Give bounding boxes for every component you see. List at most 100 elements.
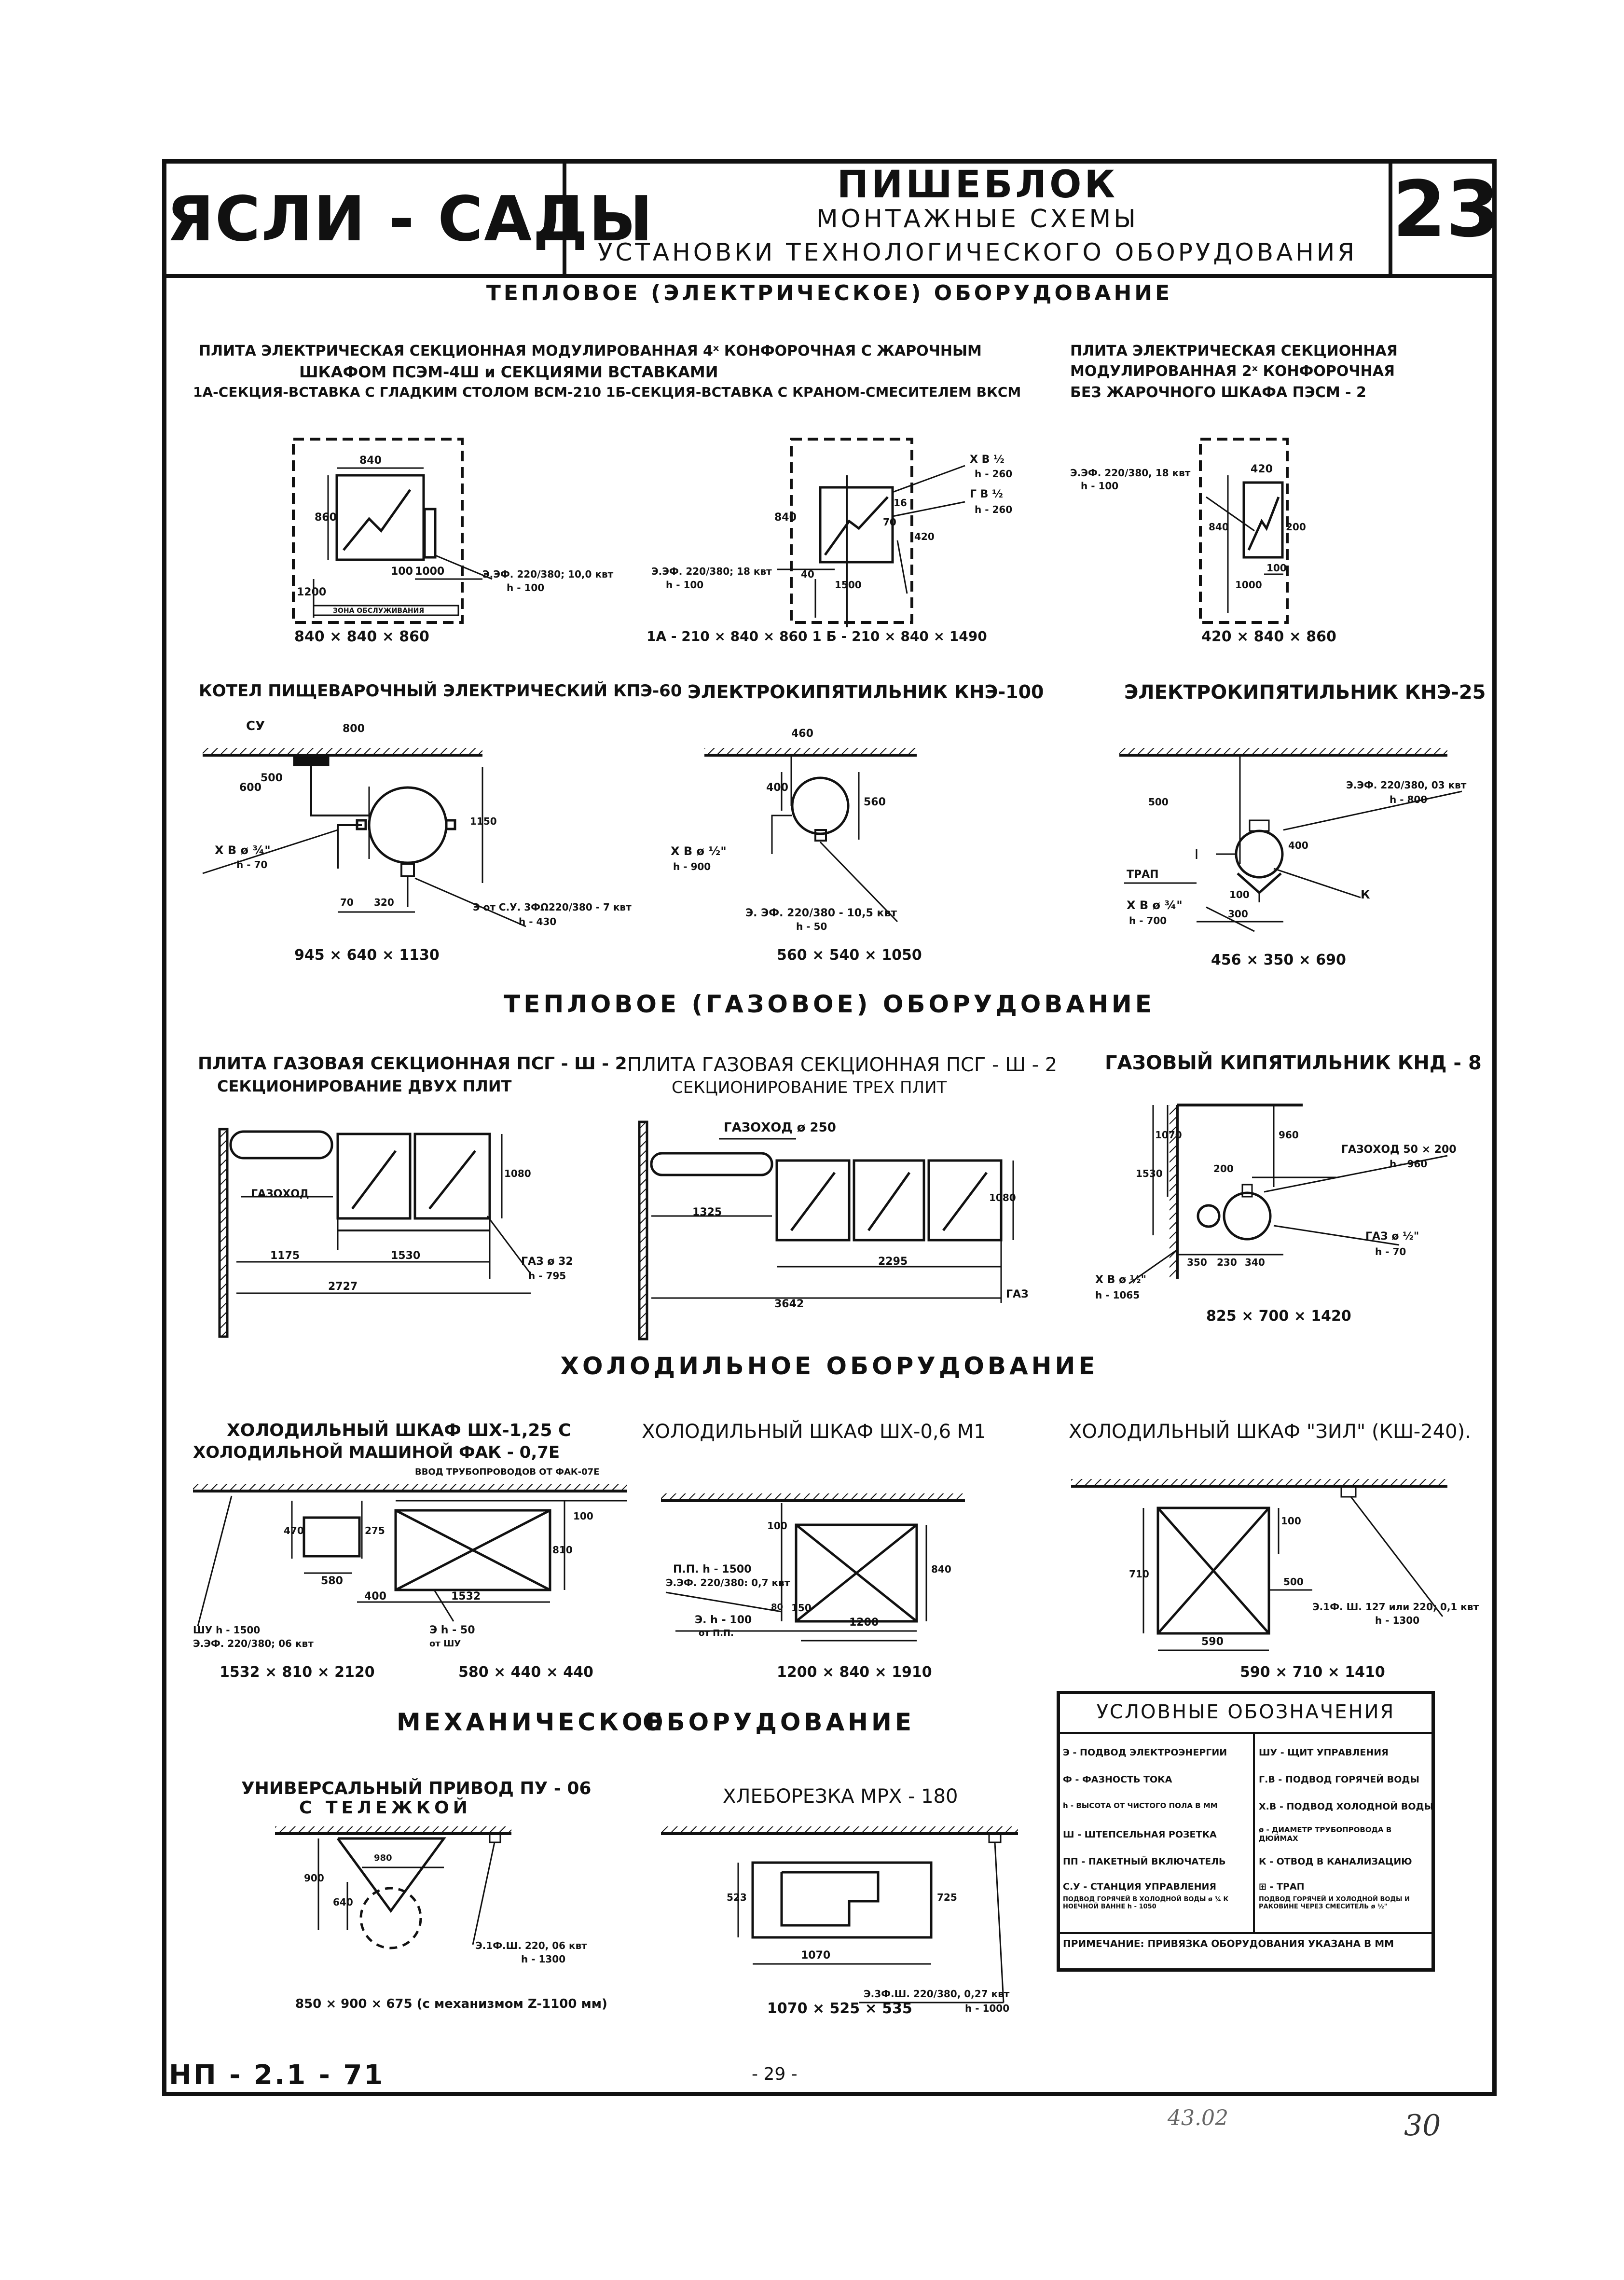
kne25-power: Э.ЭФ. 220/380, 03 квт (1346, 779, 1467, 791)
page-subtitle-1: МОНТАЖНЫЕ СХЕМЫ (816, 205, 1139, 234)
plate4-dim-100: 100 (391, 566, 413, 578)
kne25-xv-h: h - 700 (1129, 915, 1167, 926)
legend-row-2-right: Г.В - ПОДВОД ГОРЯЧЕЙ ВОДЫ (1259, 1774, 1419, 1785)
legend-row-3-right: Х.В - ПОДВОД ХОЛОДНОЙ ВОДЫ (1259, 1801, 1434, 1812)
page-title: ПИШЕБЛОК (837, 163, 1118, 207)
kne100-drawing (704, 748, 917, 923)
plate4-dim-840: 840 (359, 455, 382, 467)
psg2-dim-1175: 1175 (270, 1250, 300, 1262)
psg3-dim-2295: 2295 (878, 1256, 908, 1268)
footer-code: НП - 2.1 - 71 (169, 2059, 385, 2091)
knd-xv-h: h - 1065 (1095, 1289, 1140, 1301)
psg2-dim-2727: 2727 (328, 1281, 358, 1293)
shx125-dim-275: 275 (365, 1525, 385, 1536)
footer-stamp: 43.02 (1168, 2106, 1228, 2130)
legend-row-4-right: ø - ДИАМЕТР ТРУБОПРОВОДА В ДЮЙМАХ (1259, 1825, 1392, 1843)
knd-gazohod: ГАЗОХОД 50 × 200 (1341, 1144, 1457, 1156)
shx06-size: 1200 × 840 × 1910 (777, 1664, 932, 1681)
plate4b-power: Э.ЭФ. 220/380; 18 квт (651, 566, 772, 577)
kotel-dim-1150: 1150 (470, 815, 497, 827)
pu06-power: Э.1Ф.Ш. 220, 06 квт (475, 1940, 587, 1951)
plate4b-xv-h: h - 260 (975, 468, 1013, 480)
zil-dim-590: 590 (1201, 1636, 1224, 1648)
kne100-title: ЭЛЕКТРОКИПЯТИЛЬНИК КНЭ-100 (688, 681, 1044, 703)
legend-row-1-left: Э - ПОДВОД ЭЛЕКТРОЭНЕРГИИ (1063, 1747, 1227, 1758)
zil-dim-710: 710 (1129, 1568, 1149, 1580)
header-bottom-line (162, 274, 1497, 278)
zil-size: 590 × 710 × 1410 (1240, 1664, 1385, 1681)
mrx-drawing (661, 1826, 1018, 2004)
kne25-size: 456 × 350 × 690 (1211, 952, 1346, 968)
plate4b-size: 1А - 210 × 840 × 860 1 Б - 210 × 840 × 1… (647, 628, 987, 644)
pu06-caption-1: УНИВЕРСАЛЬНЫЙ ПРИВОД ПУ - 06 (241, 1779, 592, 1798)
mrx-height: h - 1000 (965, 2003, 1010, 2014)
knd-dim-1530: 1530 (1136, 1168, 1163, 1179)
plate2-size: 420 × 840 × 860 (1201, 628, 1336, 645)
legend-row-7-left: ПОДВОД ГОРЯЧЕЙ В ХОЛОДНОЙ ВОДЫ ø ¾ К НОЕ… (1063, 1896, 1229, 1910)
plate2-height: h - 100 (1081, 480, 1119, 492)
shx125-dim-1532: 1532 (451, 1590, 481, 1603)
legend-row-2-left: Ф - ФАЗНОСТЬ ТОКА (1063, 1774, 1172, 1785)
shx125-power: Э.ЭФ. 220/380; 06 квт (193, 1638, 314, 1649)
kotel-dim-70: 70 (340, 897, 354, 908)
knd-title: ГАЗОВЫЙ КИПЯТИЛЬНИК КНД - 8 (1105, 1052, 1482, 1074)
mrx-size: 1070 × 525 × 535 (767, 2000, 912, 2017)
mrx-title: ХЛЕБОРЕЗКА МРХ - 180 (723, 1785, 958, 1808)
plate4-height: h - 100 (507, 582, 545, 594)
kotel-dim-800: 800 (343, 723, 365, 735)
pu06-dim-980: 980 (374, 1853, 392, 1863)
legend-note: ПРИМЕЧАНИЕ: ПРИВЯЗКА ОБОРУДОВАНИЯ УКАЗАН… (1063, 1938, 1394, 1949)
psg2-caption-1: ПЛИТА ГАЗОВАЯ СЕКЦИОННАЯ ПСГ - Ш - 2 (198, 1054, 627, 1074)
plate2-caption-2: МОДУЛИРОВАННАЯ 2ˣ КОНФОРОЧНАЯ (1070, 363, 1395, 380)
shx125-drawing (193, 1484, 627, 1627)
plate2-drawing (1199, 438, 1289, 624)
mrx-power: Э.3Ф.Ш. 220/380, 0,27 квт (864, 1988, 1010, 2000)
kotel-power: Э от С.У. 3ФΩ220/380 - 7 квт (473, 901, 632, 913)
shx06-eh: Э. h - 100 (695, 1614, 752, 1626)
zil-power: Э.1Ф. Ш. 127 или 220; 0,1 квт (1312, 1601, 1479, 1613)
knd-xv: Х В ø ½" (1095, 1274, 1147, 1286)
kotel-size: 945 × 640 × 1130 (294, 947, 440, 964)
psg3-caption-2: СЕКЦИОНИРОВАНИЕ ТРЕХ ПЛИТ (672, 1078, 947, 1097)
plate2-dim-100: 100 (1266, 562, 1287, 574)
pu06-caption-2: С ТЕЛЕЖКОЙ (299, 1798, 471, 1818)
sheet-number: 23 (1392, 164, 1500, 254)
knd-dim-960: 960 (1279, 1129, 1299, 1141)
plate4b-dim-420: 420 (914, 531, 935, 542)
plate4-dim-860: 860 (315, 511, 337, 524)
kne25-dim-100: 100 (1229, 889, 1250, 900)
kne100-xv: Х В ø ½" (671, 844, 727, 858)
legend-row-5-right: К - ОТВОД В КАНАЛИЗАЦИЮ (1259, 1856, 1412, 1867)
knd-drawing (1129, 1104, 1448, 1285)
plate4-caption-2: ШКАФОМ ПСЭМ-4Ш и СЕКЦИЯМИ ВСТАВКАМИ (299, 363, 718, 381)
plate4-zone-label: ЗОНА ОБСЛУЖИВАНИЯ (333, 607, 425, 615)
legend-row-6-left: С.У - СТАНЦИЯ УПРАВЛЕНИЯ (1063, 1881, 1217, 1892)
header-divider-left (563, 159, 566, 276)
pu06-size: 850 × 900 × 675 (с механизмом Z-1100 мм) (295, 1997, 607, 2011)
plate4-dim-1200: 1200 (297, 586, 327, 598)
psg2-drawing (218, 1128, 532, 1338)
shx06-power: Э.ЭФ. 220/380: 0,7 квт (666, 1577, 790, 1589)
legend-row-4-left: Ш - ШТЕПСЕЛЬНАЯ РОЗЕТКА (1063, 1829, 1217, 1840)
header-divider-right (1389, 159, 1392, 276)
kne100-xv-h: h - 900 (673, 861, 711, 872)
kotel-xv: Х В ø ¾" (215, 843, 271, 857)
psg3-dim-1325: 1325 (692, 1206, 722, 1218)
shx06-drawing (661, 1493, 965, 1642)
kotel-su: СУ (246, 719, 265, 733)
kne100-dim-460: 460 (791, 728, 813, 740)
kne100-height: h - 50 (796, 921, 827, 932)
kotel-drawing (202, 748, 526, 927)
psg3-dim-1080: 1080 (989, 1192, 1016, 1203)
kne100-dim-560: 560 (864, 796, 886, 808)
shx125-size-2: 580 × 440 × 440 (458, 1664, 593, 1681)
kne100-power: Э. ЭФ. 220/380 - 10,5 квт (745, 907, 897, 919)
shx125-caption-1: ХОЛОДИЛЬНЫЙ ШКАФ ШХ-1,25 С (227, 1421, 571, 1440)
plate4b-drawing (777, 438, 965, 627)
knd-dim-350: 350 (1187, 1257, 1207, 1268)
kne100-size: 560 × 540 × 1050 (777, 947, 922, 964)
plate2-power: Э.ЭФ. 220/380, 18 квт (1070, 467, 1191, 479)
legend-title: УСЛОВНЫЕ ОБОЗНАЧЕНИЯ (1096, 1701, 1395, 1723)
legend-row-6-right: ⊞ - ТРАП (1259, 1881, 1305, 1892)
